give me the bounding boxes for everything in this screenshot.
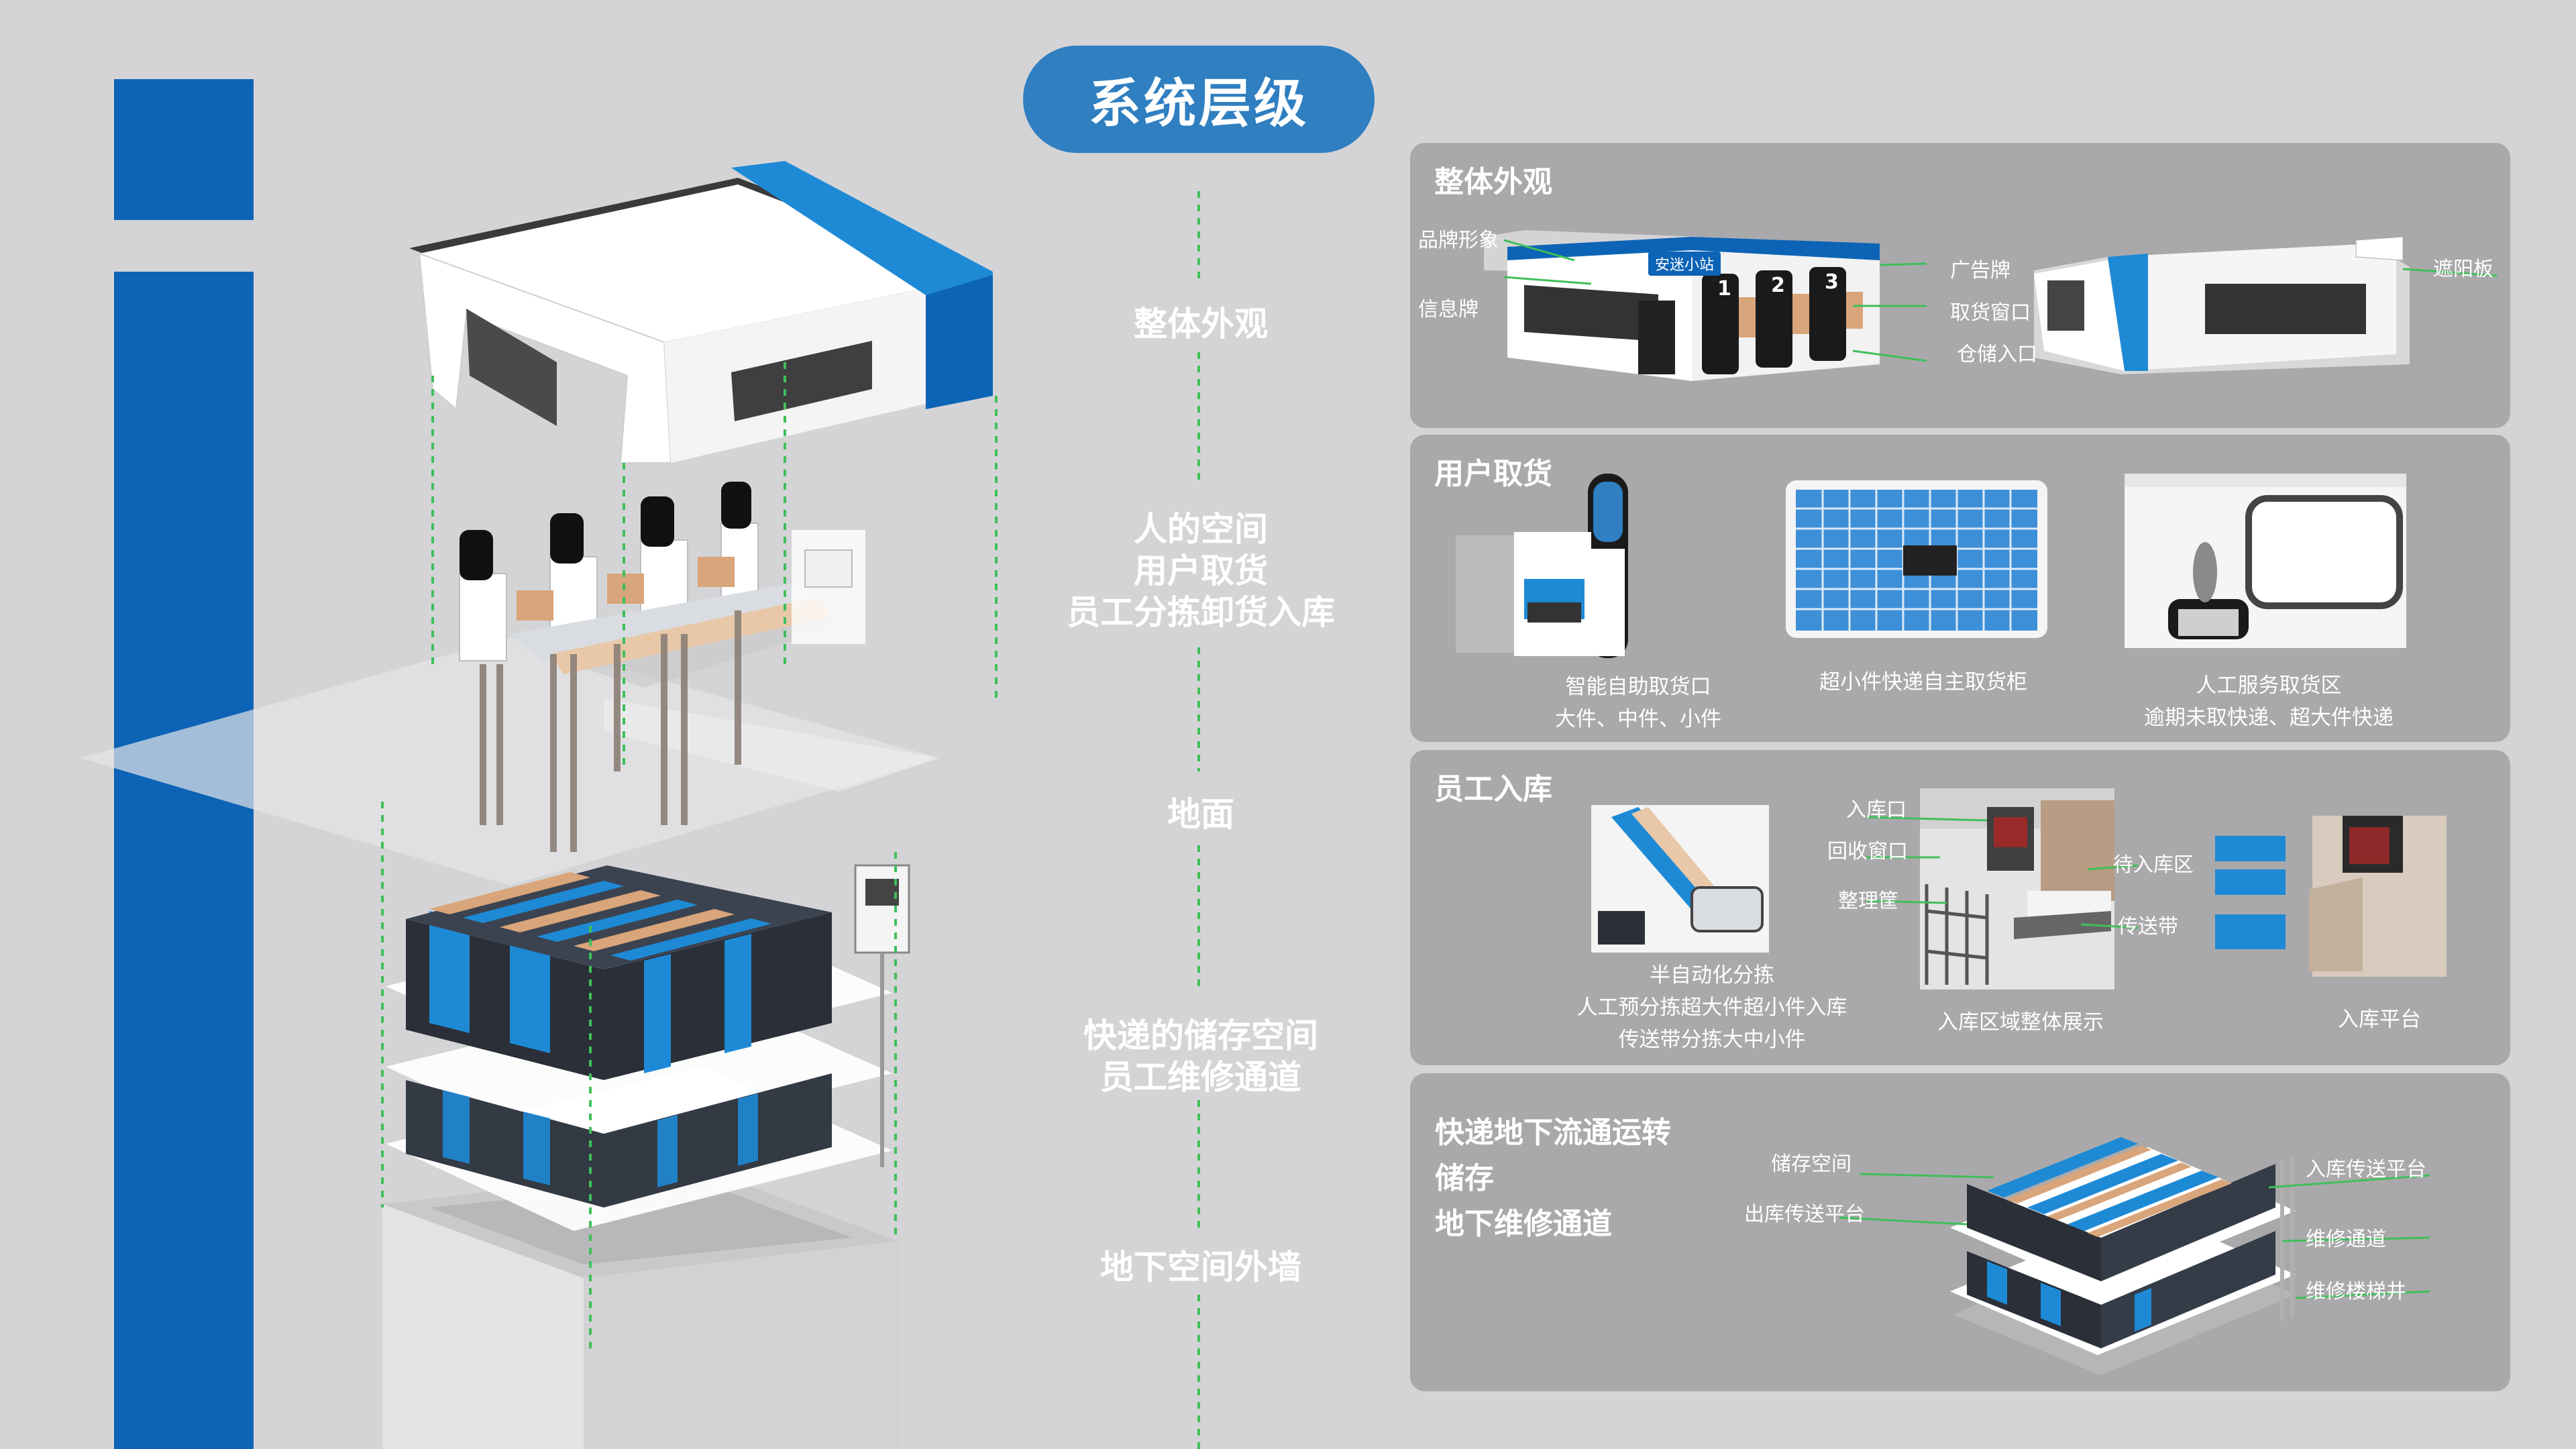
center-label-line: 员工分拣卸货入库 (1067, 593, 1335, 632)
exterior-illustration (1484, 230, 2498, 381)
label-conveyor: 传送带 (2118, 915, 2178, 938)
center-label-exterior: 整体外观 (1134, 305, 1268, 343)
caption-line: 人工预分拣超大件超小件入库 (1576, 996, 1847, 1020)
platform-caption: 入库平台 (2338, 1008, 2421, 1032)
sign-text: 安迷小站 (1648, 252, 1721, 276)
caption-line: 超小件快递自主取货柜 (1819, 670, 2027, 694)
brand-bar-top (114, 79, 254, 220)
label-maintenance-channel: 维修通道 (2306, 1228, 2386, 1251)
panel-staff-inbound: 员工入库 (1410, 750, 2510, 1065)
storage-shelves (386, 864, 910, 1231)
underground-illustration (1839, 1137, 2430, 1375)
center-label-line: 员工维修通道 (1100, 1058, 1301, 1097)
caption-line: 逾期未取快递、超大件快递 (2144, 706, 2394, 730)
sorting-caption: 半自动化分拣 人工预分拣超大件超小件入库 传送带分拣大中小件 (1558, 959, 1866, 1056)
pickup-caption-1: 智能自助取货口 大件、中件、小件 (1524, 671, 1752, 735)
pickup-caption-2: 超小件快递自主取货柜 (1796, 666, 2051, 698)
label-sorting-basket: 整理筐 (1838, 890, 1898, 913)
label-storage-space: 储存空间 (1771, 1152, 1851, 1176)
center-label-line: 快递的储存空间 (1083, 1016, 1318, 1055)
label-waiting-area: 待入库区 (2113, 853, 2194, 877)
green-guide-lines (381, 191, 1200, 1449)
label-ad: 广告牌 (1950, 259, 2010, 282)
label-outbound-platform: 出库传送平台 (1744, 1203, 1865, 1226)
panel-underground: 快递地下流通运转 储存 地下维修通道 (1410, 1073, 2510, 1391)
caption-line: 半自动化分拣 (1650, 963, 1774, 987)
center-label-human-space: 人的空间 用户取货 员工分拣卸货入库 (979, 508, 1422, 633)
exterior-shell (409, 161, 993, 464)
label-inbound-port: 入库口 (1846, 798, 1907, 822)
label-sunshade: 遮阳板 (2433, 258, 2493, 281)
pickup-caption-3: 人工服务取货区 逾期未取快递、超大件快递 (2121, 669, 2416, 734)
label-recycle-window: 回收窗口 (1827, 840, 1908, 863)
exploded-building-illustration (80, 161, 993, 1449)
pickup-illustrations (1456, 474, 2406, 658)
underground-title: 快递地下流通运转 储存 地下维修通道 (1435, 1110, 1671, 1247)
caption-line: 智能自助取货口 (1565, 675, 1711, 699)
label-brand: 品牌形象 (1418, 229, 1499, 252)
title-line: 快递地下流通运转 (1435, 1116, 1671, 1150)
top-racks (406, 865, 832, 969)
panel-title: 员工入库 (1434, 772, 1552, 806)
slot-number: 2 (1771, 274, 1785, 297)
slot-number: 3 (1825, 270, 1839, 294)
center-label-line: 用户取货 (1134, 551, 1268, 590)
center-label-line: 人的空间 (1134, 510, 1268, 549)
center-label-underground-wall: 地下空间外墙 (1100, 1248, 1301, 1287)
label-storage-entry: 仓储入口 (1957, 343, 2037, 366)
area-caption: 入库区域整体展示 (1937, 1010, 2104, 1034)
caption-line: 人工服务取货区 (2196, 674, 2342, 698)
inbound-illustrations (1591, 788, 2447, 989)
brand-bar-main (114, 272, 254, 1449)
slot-number: 1 (1717, 277, 1731, 301)
caption-line: 传送带分拣大中小件 (1618, 1028, 1806, 1052)
page-title: 系统层级 (1023, 46, 1375, 153)
panel-exterior: 整体外观 安迷小站 1 2 3 品牌形象 (1410, 143, 2510, 428)
panel-title: 整体外观 (1434, 165, 1552, 199)
title-line: 储存 (1435, 1161, 1494, 1195)
center-label-ground: 地面 (1167, 795, 1234, 834)
ground-plane (80, 637, 939, 885)
label-pickup-window: 取货窗口 (1950, 301, 2031, 325)
title-line: 地下维修通道 (1435, 1207, 1612, 1241)
label-inbound-platform: 入库传送平台 (2306, 1158, 2426, 1181)
panel-pickup: 用户取货 智能自助取货口 大件、中件、小件 (1410, 435, 2510, 742)
label-maintenance-stairs: 维修楼梯井 (2306, 1280, 2406, 1303)
label-info: 信息牌 (1418, 298, 1479, 321)
caption-line: 大件、中件、小件 (1555, 707, 1721, 731)
panel-title: 用户取货 (1434, 457, 1552, 491)
center-label-storage: 快递的储存空间 员工维修通道 (979, 1015, 1422, 1098)
